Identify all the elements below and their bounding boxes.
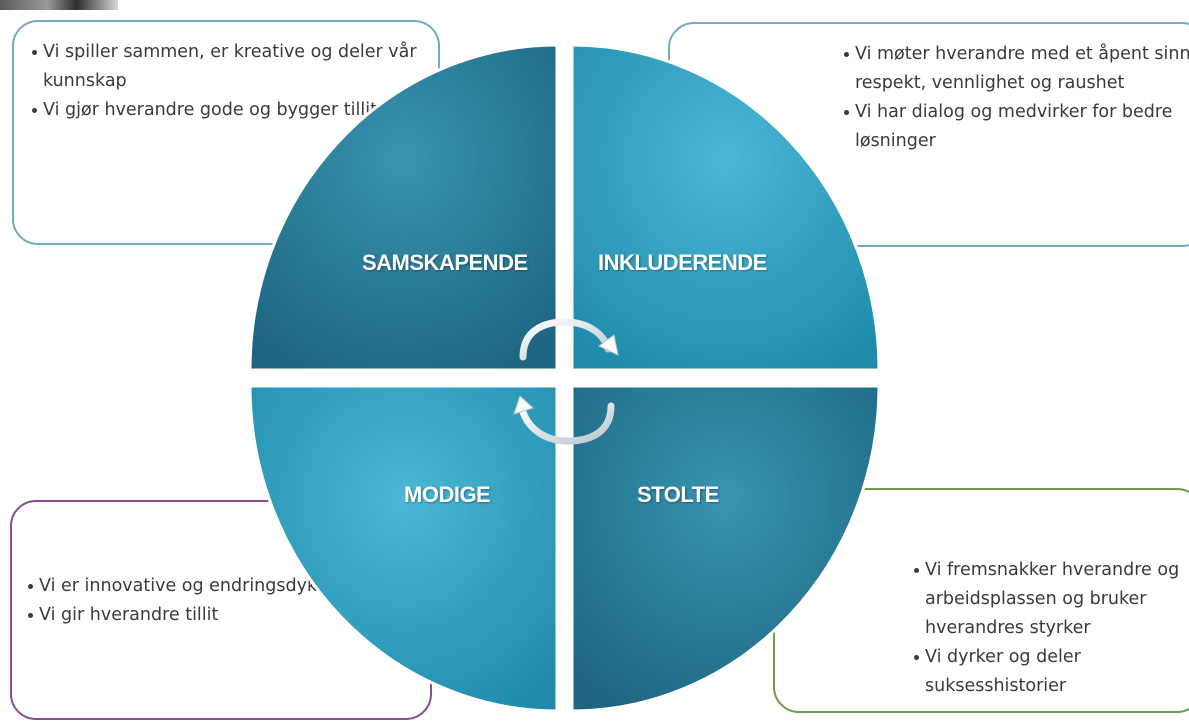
- bullet-item: Vi spiller sammen, er kreative og deler …: [30, 38, 438, 96]
- quadrant-inkluderende: [570, 43, 881, 372]
- bullet-item: Vi møter hverandre med et åpent sinn, re…: [842, 40, 1189, 98]
- bullet-item: Vi fremsnakker hverandre og arbeidsplass…: [912, 556, 1189, 643]
- corner-photo-fragment: [0, 0, 118, 10]
- bullet-item: Vi har dialog og medvirker for bedre løs…: [842, 98, 1189, 156]
- bullet-item: Vi dyrker og deler suksesshistorier: [912, 643, 1189, 701]
- quadrant-stolte: [570, 384, 881, 713]
- quadrant-label-stolte: STOLTE: [637, 482, 719, 507]
- quadrant-samskapende: [248, 43, 559, 372]
- quadrant-modige: [248, 384, 559, 713]
- bullet-item: Vi gir hverandre tillit: [26, 601, 430, 630]
- bullet-item: Vi gjør hverandre gode og bygger tillit: [30, 96, 438, 125]
- cycle-arrows-icon: [519, 318, 615, 445]
- quadrant-label-modige: MODIGE: [404, 482, 491, 507]
- bullet-item: Vi er innovative og endringsdyktige: [26, 572, 430, 601]
- quadrant-label-inkluderende: INKLUDERENDE: [598, 250, 767, 275]
- quadrant-label-samskapende: SAMSKAPENDE: [362, 250, 528, 275]
